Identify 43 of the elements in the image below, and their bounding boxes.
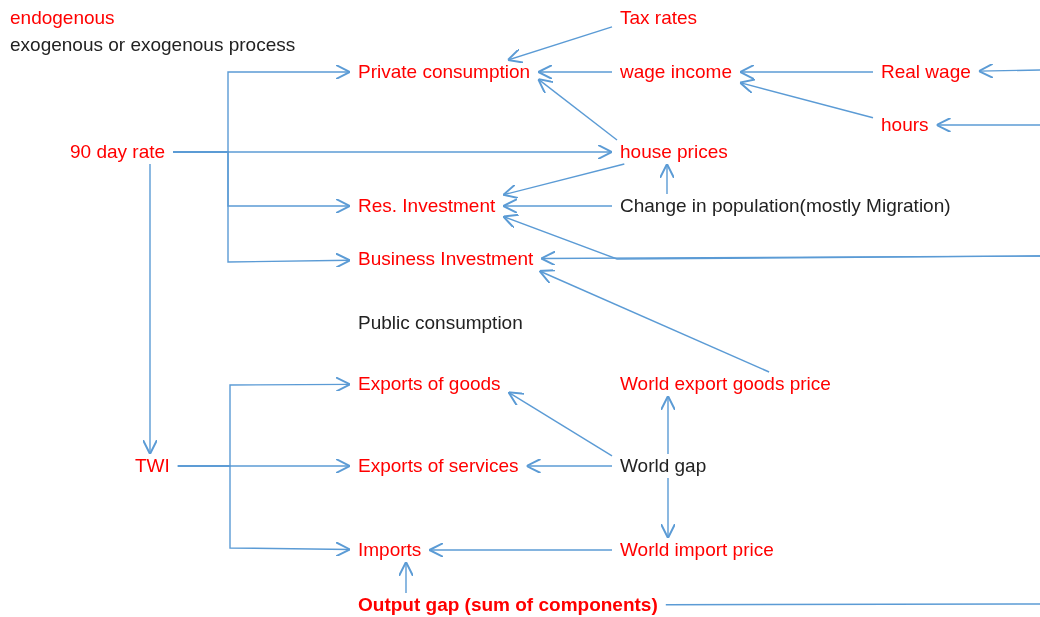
variable-label: World import price [612, 538, 782, 562]
variable-label: hours [873, 113, 937, 137]
arrow [525, 458, 613, 474]
variable-label: Exports of services [350, 454, 527, 478]
arrow [142, 163, 158, 455]
arrow [538, 269, 770, 373]
arrow [537, 64, 613, 80]
arrow [739, 78, 874, 119]
arrow [935, 117, 1040, 133]
arrow [398, 561, 414, 594]
connector-line [665, 603, 1040, 606]
variable-label: TWI [127, 454, 178, 478]
variable-label: Private consumption [350, 60, 539, 84]
variable-label: Res. Investment [350, 194, 504, 218]
variable-label: Output gap (sum of components) [350, 593, 666, 617]
arrow [177, 465, 351, 558]
variable-label: wage income [612, 60, 740, 84]
arrow [739, 64, 874, 80]
variable-label: Public consumption [357, 311, 524, 335]
legend-text: exogenous or exogenous process [9, 33, 297, 57]
arrow [428, 542, 613, 558]
variable-label: 90 day rate [62, 140, 174, 164]
arrow [502, 163, 625, 200]
legend-text: endogenous [9, 6, 116, 30]
arrow [660, 477, 676, 539]
arrow [502, 213, 1040, 260]
arrow [506, 26, 613, 64]
variable-label: Exports of goods [350, 372, 509, 396]
arrow [660, 395, 676, 455]
arrow [507, 391, 613, 457]
variable-label: Real wage [873, 60, 979, 84]
variable-label: house prices [612, 140, 736, 164]
variable-label: Business Investment [350, 247, 542, 271]
arrow [977, 62, 1040, 79]
variable-label: World gap [612, 454, 715, 478]
arrow [172, 151, 351, 269]
arrow [537, 78, 618, 141]
arrow [659, 163, 675, 195]
variable-label: Change in population(mostly Migration) [612, 194, 959, 218]
variable-label: Tax rates [612, 6, 706, 30]
arrow [502, 198, 613, 214]
variable-label: World export goods price [612, 372, 839, 396]
variable-label: Imports [350, 538, 430, 562]
